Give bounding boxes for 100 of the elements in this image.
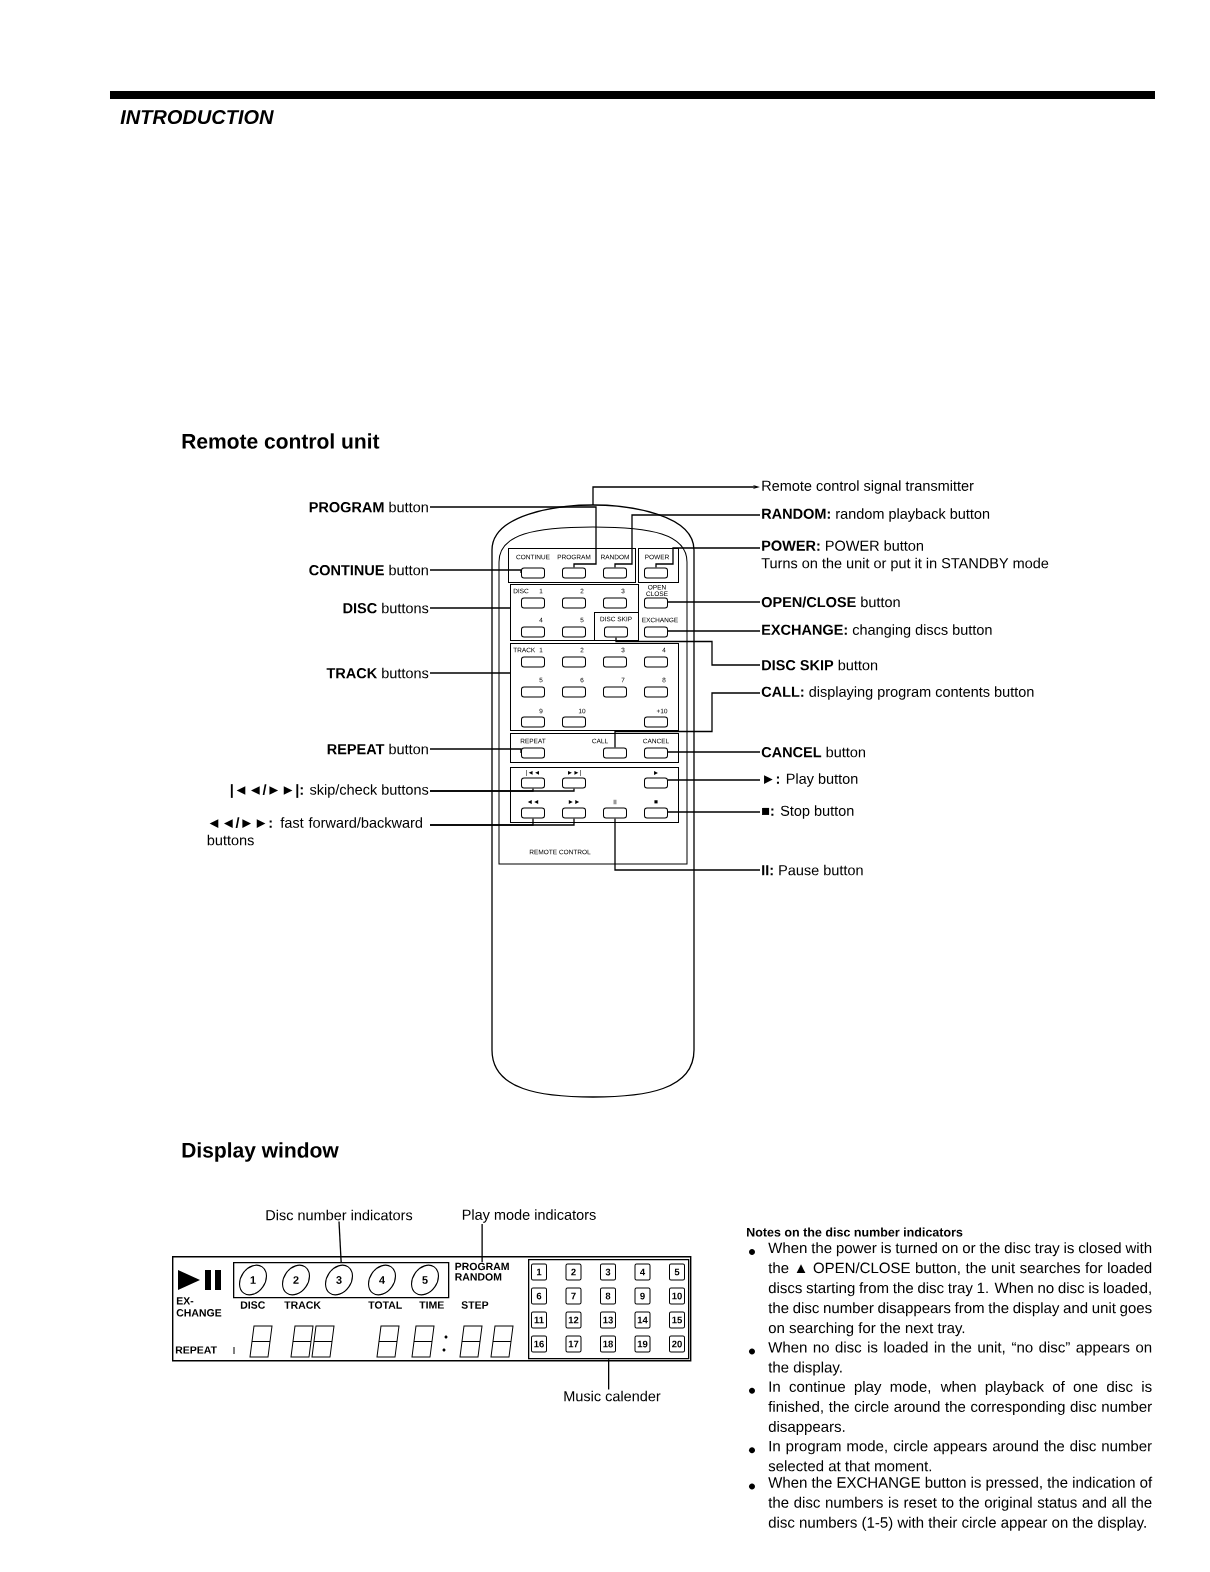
indicator-label: STEP <box>461 1301 489 1309</box>
leader-line <box>667 779 761 781</box>
note-text: In continue play mode, when playback of one disc is finished, the circle around the corresponding disc number disappears. <box>768 1381 1152 1435</box>
leader-line <box>429 506 597 569</box>
section-heading: Display window <box>182 1142 339 1162</box>
indicator-label: TIME <box>419 1301 444 1309</box>
note-text: When the power is turned on or the disc tray is closed with the ▲ OPEN/CLOSE button, the unit searches for loaded discs starting from the disc tray 1. When no disc is loaded, the disc number disappears from the display and unit goes on searching for the next tray. <box>768 1242 1152 1337</box>
calendar-number: 13 <box>600 1311 616 1329</box>
calendar-number: 4 <box>634 1263 651 1281</box>
callout-text: ◄◄/►►: fast forward/backward buttons <box>207 817 422 846</box>
indicator-label: EX- CHANGE <box>176 1297 222 1317</box>
calendar-number: 17 <box>565 1335 582 1353</box>
calendar-number: 3 <box>600 1263 616 1281</box>
remote-button <box>644 626 668 638</box>
callout-text: ►: Play button <box>764 773 858 787</box>
leader-line <box>608 1358 610 1391</box>
remote-control-body <box>491 504 695 1098</box>
disc-number-indicator: 5 <box>411 1264 439 1296</box>
callout-text: OPEN/CLOSE button <box>761 596 900 608</box>
leader-line <box>429 787 575 792</box>
leader-line <box>481 1223 483 1263</box>
leader-line <box>667 811 761 813</box>
callout-text: Music calender <box>564 1390 661 1402</box>
indicator-label: DISC <box>240 1301 265 1309</box>
leader-line <box>667 630 761 632</box>
callout-text: RANDOM: random playback button <box>762 508 990 522</box>
notes-heading: Notes on the disc number indicators <box>747 1227 963 1237</box>
disc-number-indicator: 4 <box>368 1264 396 1296</box>
callout-text: Disc number indicators <box>266 1209 413 1221</box>
remote-button <box>644 747 668 759</box>
leader-line <box>615 636 761 666</box>
leader-line <box>429 748 522 754</box>
remote-button <box>644 807 668 819</box>
indicator-label: TRACK <box>284 1301 321 1309</box>
note-text: In program mode, circle appears around the disc number selected at that moment. <box>768 1440 1152 1472</box>
remote-button <box>521 747 545 759</box>
leader-line <box>655 547 761 569</box>
remote-button <box>604 626 628 638</box>
callout-text: POWER: POWER button Turns on the unit or put it in STANDBY mode <box>761 540 1049 572</box>
calendar-number: 16 <box>531 1335 547 1353</box>
callout-text: PROGRAM button <box>309 501 428 513</box>
leader-line <box>614 692 761 749</box>
calendar-number: 7 <box>565 1287 582 1305</box>
callout-text: II: Pause button <box>762 864 863 876</box>
disc-number-indicator: 1 <box>239 1264 267 1296</box>
note-text: When the EXCHANGE button is pressed, the indication of the disc numbers is reset to the original status and all the disc numbers (1-5) with their circle appear on the display. <box>768 1476 1153 1531</box>
disc-number-indicator: 3 <box>325 1264 353 1296</box>
calendar-number: 20 <box>669 1335 685 1353</box>
callout-text: CONTINUE button <box>309 564 428 576</box>
callout-text: DISC SKIP button <box>762 659 878 671</box>
calendar-number: 12 <box>565 1311 582 1329</box>
remote-button <box>603 747 627 759</box>
callout-text: ■: Stop button <box>762 805 854 819</box>
calendar-number: 10 <box>669 1287 685 1305</box>
calendar-number: 1 <box>531 1263 547 1281</box>
remote-button <box>644 777 668 789</box>
leader-line <box>667 601 761 603</box>
calendar-number: 14 <box>634 1311 651 1329</box>
callout-text: CANCEL button <box>761 746 865 758</box>
calendar-number: 11 <box>531 1311 547 1329</box>
callout-text: |◄◄/►►|: skip/check buttons <box>230 784 429 798</box>
indicator-label: TOTAL <box>368 1301 402 1309</box>
section-heading: INTRODUCTION <box>120 109 274 125</box>
remote-button <box>521 807 545 819</box>
remote-button <box>521 777 545 789</box>
leader-line <box>429 672 511 674</box>
indicator-label: REPEAT <box>175 1346 217 1354</box>
indicator-label: PROGRAM RANDOM <box>455 1262 509 1281</box>
leader-line <box>429 569 522 574</box>
note-text: When no disc is loaded in the unit, “no disc” appears on the display. <box>768 1341 1152 1376</box>
leader-line <box>338 1220 342 1263</box>
remote-button <box>562 777 586 789</box>
callout-text: CALL: displaying program contents button <box>761 686 1034 700</box>
remote-button <box>562 567 586 579</box>
leader-line <box>429 607 511 609</box>
remote-button <box>644 597 668 609</box>
leader-line <box>614 514 761 569</box>
calendar-number: 9 <box>634 1287 651 1305</box>
callout-text: Remote control signal transmitter <box>762 480 974 494</box>
leader-line <box>667 751 761 753</box>
remote-button <box>603 567 627 579</box>
callout-text: DISC buttons <box>343 602 429 614</box>
leader-line <box>614 817 761 871</box>
remote-button <box>562 807 586 819</box>
section-heading: Remote control unit <box>182 433 380 449</box>
callout-text: REPEAT button <box>327 743 428 755</box>
calendar-number: 15 <box>669 1311 685 1329</box>
remote-button <box>603 807 627 819</box>
calendar-number: 19 <box>634 1335 651 1353</box>
calendar-number: 8 <box>600 1287 616 1305</box>
calendar-number: 5 <box>669 1263 685 1281</box>
disc-number-indicator: 2 <box>282 1264 310 1296</box>
calendar-number: 18 <box>600 1335 616 1353</box>
leader-line <box>429 817 575 826</box>
callout-text: Play mode indicators <box>462 1209 596 1223</box>
calendar-number: 2 <box>565 1263 582 1281</box>
remote-button <box>644 567 668 579</box>
calendar-number: 6 <box>531 1287 547 1305</box>
remote-button <box>521 567 545 579</box>
callout-text: EXCHANGE: changing discs button <box>762 624 992 638</box>
